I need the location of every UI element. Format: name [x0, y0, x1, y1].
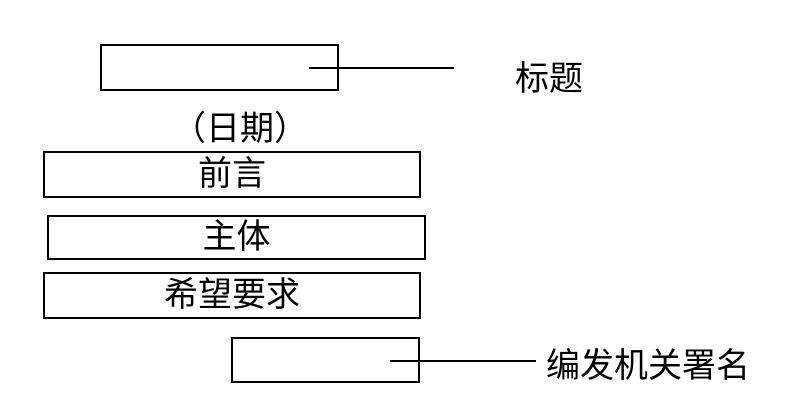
section-box-body[interactable]: 主体	[47, 215, 426, 260]
signature-callout-leader-line	[390, 360, 536, 362]
signature-callout-label: 编发机关署名	[546, 346, 750, 386]
section-box-preface[interactable]: 前言	[43, 151, 421, 198]
signature-placeholder-box[interactable]	[231, 337, 420, 383]
section-box-preface-label: 前言	[198, 153, 266, 194]
title-placeholder-box[interactable]	[100, 44, 339, 91]
section-box-expectations[interactable]: 希望要求	[43, 272, 421, 319]
date-text: （日期）	[172, 109, 308, 149]
title-callout-leader-line	[309, 67, 454, 69]
section-box-expectations-label: 希望要求	[164, 274, 300, 315]
title-callout-label: 标题	[515, 59, 583, 99]
section-box-body-label: 主体	[202, 216, 271, 257]
